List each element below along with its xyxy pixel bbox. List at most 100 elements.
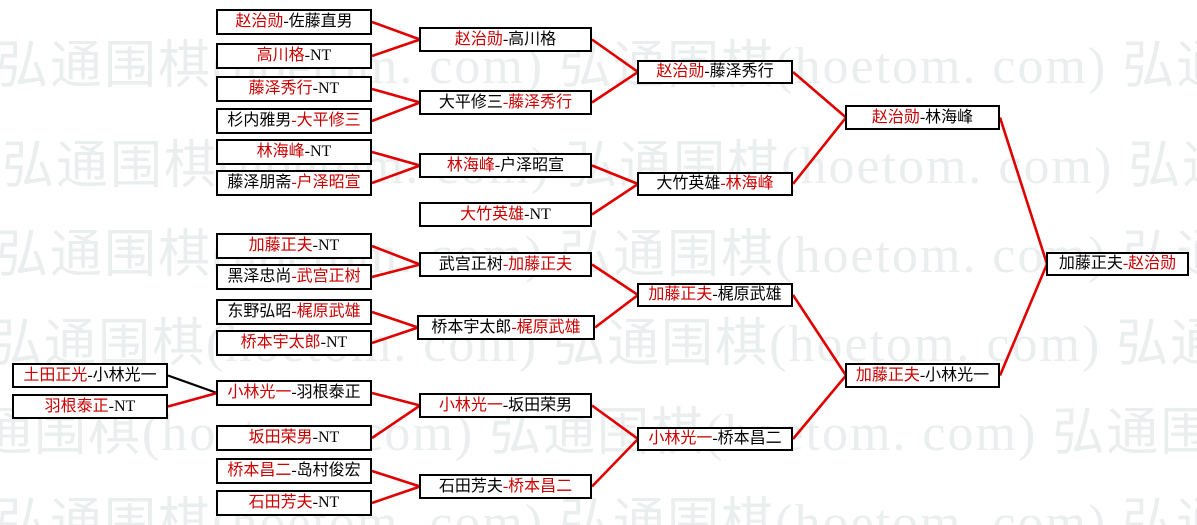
connector-line-hashimoto-utaro-nt-to-hashimoto-kajiwara	[371, 326, 419, 345]
connector-line-kato-nt-to-takemiya-kato	[371, 244, 421, 266]
player-name: 武宫正树	[438, 255, 503, 273]
match-box-kato-zhao: 加藤正夫-赵治勋	[1046, 252, 1189, 276]
winner-player-name: -大平修三	[291, 112, 361, 129]
player-name: -NT	[304, 47, 332, 64]
match-box-otake-rin: 大竹英雄-林海峰	[637, 172, 793, 196]
winner-player-name: 高川格	[256, 47, 305, 64]
winner-player-name: 藤泽秀行	[248, 80, 313, 97]
winner-player-name: 赵治勋	[235, 13, 284, 30]
player-name: -户泽昭宣	[494, 156, 565, 174]
winner-player-name: 赵治勋	[871, 108, 920, 126]
player-name: 大平修三	[438, 93, 503, 111]
player-name: -岛村俊宏	[291, 462, 361, 479]
match-box-hashimoto-kajiwara: 桥本宇太郎-梶原武雄	[417, 315, 595, 340]
match-box-kato-kajiwara: 加藤正夫-梶原武雄	[637, 283, 793, 307]
connector-line-zhao-fujisawa-to-zhao-rin	[792, 71, 847, 119]
connector-line-hane-nt-to-kobayashi-hane	[167, 391, 218, 408]
winner-player-name: 大竹英雄	[460, 205, 525, 223]
match-box-fujisawa-tozawa: 藤泽朋斋-户泽昭宣	[216, 170, 372, 196]
match-box-sugiuchi-ohira: 杉内雅男-大平修三	[216, 108, 372, 134]
winner-player-name: 赵治勋	[454, 30, 503, 48]
player-name: -NT	[524, 205, 551, 223]
match-box-kobayashi-sakata: 小林光一-坂田荣男	[419, 393, 592, 418]
winner-player-name: 小林光一	[227, 384, 292, 401]
connector-line-ishida-hashimoto-to-kobayashi-hashimoto	[591, 438, 639, 488]
match-box-hashimoto-utaro-nt: 桥本宇太郎-NT	[216, 330, 372, 356]
player-name: -NT	[304, 143, 332, 160]
match-box-kobayashi-hane: 小林光一-羽根泰正	[216, 380, 372, 406]
winner-player-name: 桥本昌二	[227, 462, 292, 479]
match-box-takemiya-kato: 武宫正树-加藤正夫	[419, 252, 592, 277]
connector-line-rin-tozawa-to-otake-rin	[591, 164, 639, 186]
match-box-kobayashi-hashimoto: 小林光一-桥本昌二	[637, 427, 793, 451]
player-name: 藤泽朋斋	[227, 174, 292, 191]
winner-player-name: 石田芳夫	[248, 494, 313, 511]
player-name: -高川格	[502, 30, 557, 48]
player-name: 东野弘昭	[227, 303, 292, 320]
match-box-zhao-fujisawa: 赵治勋-藤泽秀行	[637, 60, 793, 84]
connector-line-kobayashi-hane-to-kobayashi-sakata	[371, 391, 421, 407]
match-box-zhao-sato: 赵治勋-佐藤直男	[216, 9, 372, 35]
connector-line-kurosawa-takemiya-to-takemiya-kato	[371, 263, 421, 279]
connector-line-sugiuchi-ohira-to-ohira-fujisawa	[371, 101, 421, 123]
match-box-higashino-kajiwara: 东野弘昭-梶原武雄	[216, 299, 372, 325]
match-box-ishida-nt: 石田芳夫-NT	[216, 490, 372, 516]
player-name: 石田芳夫	[438, 477, 503, 495]
player-name: 加藤正夫	[1058, 255, 1123, 272]
winner-player-name: -梶原武雄	[511, 318, 581, 336]
connector-line-fujisawa-tozawa-to-rin-tozawa	[371, 164, 421, 185]
winner-player-name: -藤泽秀行	[502, 93, 573, 111]
winner-player-name: -户泽昭宣	[291, 174, 361, 191]
winner-player-name: 小林光一	[648, 430, 713, 447]
match-box-otake-nt: 大竹英雄-NT	[419, 202, 592, 227]
player-name: -坂田荣男	[502, 396, 573, 414]
player-name: -小林光一	[87, 366, 157, 384]
winner-player-name: -加藤正夫	[502, 255, 573, 273]
connector-line-zhao-sato-to-zhao-takagawa	[371, 20, 421, 41]
match-box-kato-nt: 加藤正夫-NT	[216, 233, 372, 259]
match-box-rin-nt: 林海峰-NT	[216, 139, 372, 165]
connector-line-kobayashi-sakata-to-kobayashi-hashimoto	[591, 404, 639, 441]
connector-line-zhao-takagawa-to-zhao-fujisawa	[591, 38, 639, 74]
connector-line-takagawa-nt-to-zhao-takagawa	[371, 38, 421, 58]
winner-player-name: -林海峰	[720, 175, 774, 192]
connector-line-fujisawa-hideyuki-nt-to-ohira-fujisawa	[371, 87, 421, 104]
winner-player-name: -武宫正树	[291, 268, 361, 285]
winner-player-name: -梶原武雄	[291, 303, 361, 320]
connector-line-rin-nt-to-rin-tozawa	[371, 150, 421, 167]
player-name: 杉内雅男	[227, 112, 292, 129]
connector-line-ishida-nt-to-ishida-hashimoto	[371, 485, 421, 505]
winner-player-name: 土田正光	[23, 366, 88, 384]
match-box-takagawa-nt: 高川格-NT	[216, 43, 372, 69]
player-name: 大竹英雄	[656, 175, 721, 192]
match-box-kato-kobayashi: 加藤正夫-小林光一	[845, 363, 1000, 388]
connector-line-kato-kajiwara-to-kato-kobayashi	[791, 294, 848, 377]
connector-line-sakata-nt-to-kobayashi-sakata	[371, 404, 421, 440]
match-box-zhao-takagawa: 赵治勋-高川格	[419, 27, 592, 52]
player-name: -桥本昌二	[712, 430, 782, 447]
connector-line-tsuchida-kobayashi-to-kobayashi-hane	[167, 374, 218, 395]
connector-line-hashimoto-shimamura-to-ishida-hashimoto	[371, 469, 421, 488]
match-box-hashimoto-shimamura: 桥本昌二-岛村俊宏	[216, 458, 372, 484]
connector-line-kobayashi-hashimoto-to-kato-kobayashi	[792, 374, 847, 440]
connector-line-higashino-kajiwara-to-hashimoto-kajiwara	[371, 310, 419, 329]
player-name: 黑泽忠尚	[227, 268, 292, 285]
player-name: -小林光一	[919, 366, 990, 384]
match-box-ishida-hashimoto: 石田芳夫-桥本昌二	[419, 474, 592, 499]
winner-player-name: 羽根泰正	[44, 397, 109, 415]
connector-line-otake-nt-to-otake-rin	[591, 182, 639, 216]
player-name: -佐藤直男	[283, 13, 353, 30]
winner-player-name: -桥本昌二	[502, 477, 573, 495]
connector-line-hashimoto-kajiwara-to-kato-kajiwara	[594, 293, 639, 329]
winner-player-name: 坂田荣男	[248, 429, 313, 446]
winner-player-name: 加藤正夫	[248, 237, 313, 254]
player-name: -NT	[312, 80, 340, 97]
connector-line-zhao-rin-to-kato-zhao	[998, 117, 1049, 265]
match-box-zhao-rin: 赵治勋-林海峰	[845, 105, 1000, 130]
winner-player-name: 林海峰	[256, 143, 305, 160]
match-box-tsuchida-kobayashi: 土田正光-小林光一	[12, 363, 168, 388]
connector-line-kato-kobayashi-to-kato-zhao	[998, 263, 1049, 377]
match-box-ohira-fujisawa: 大平修三-藤泽秀行	[419, 90, 592, 115]
